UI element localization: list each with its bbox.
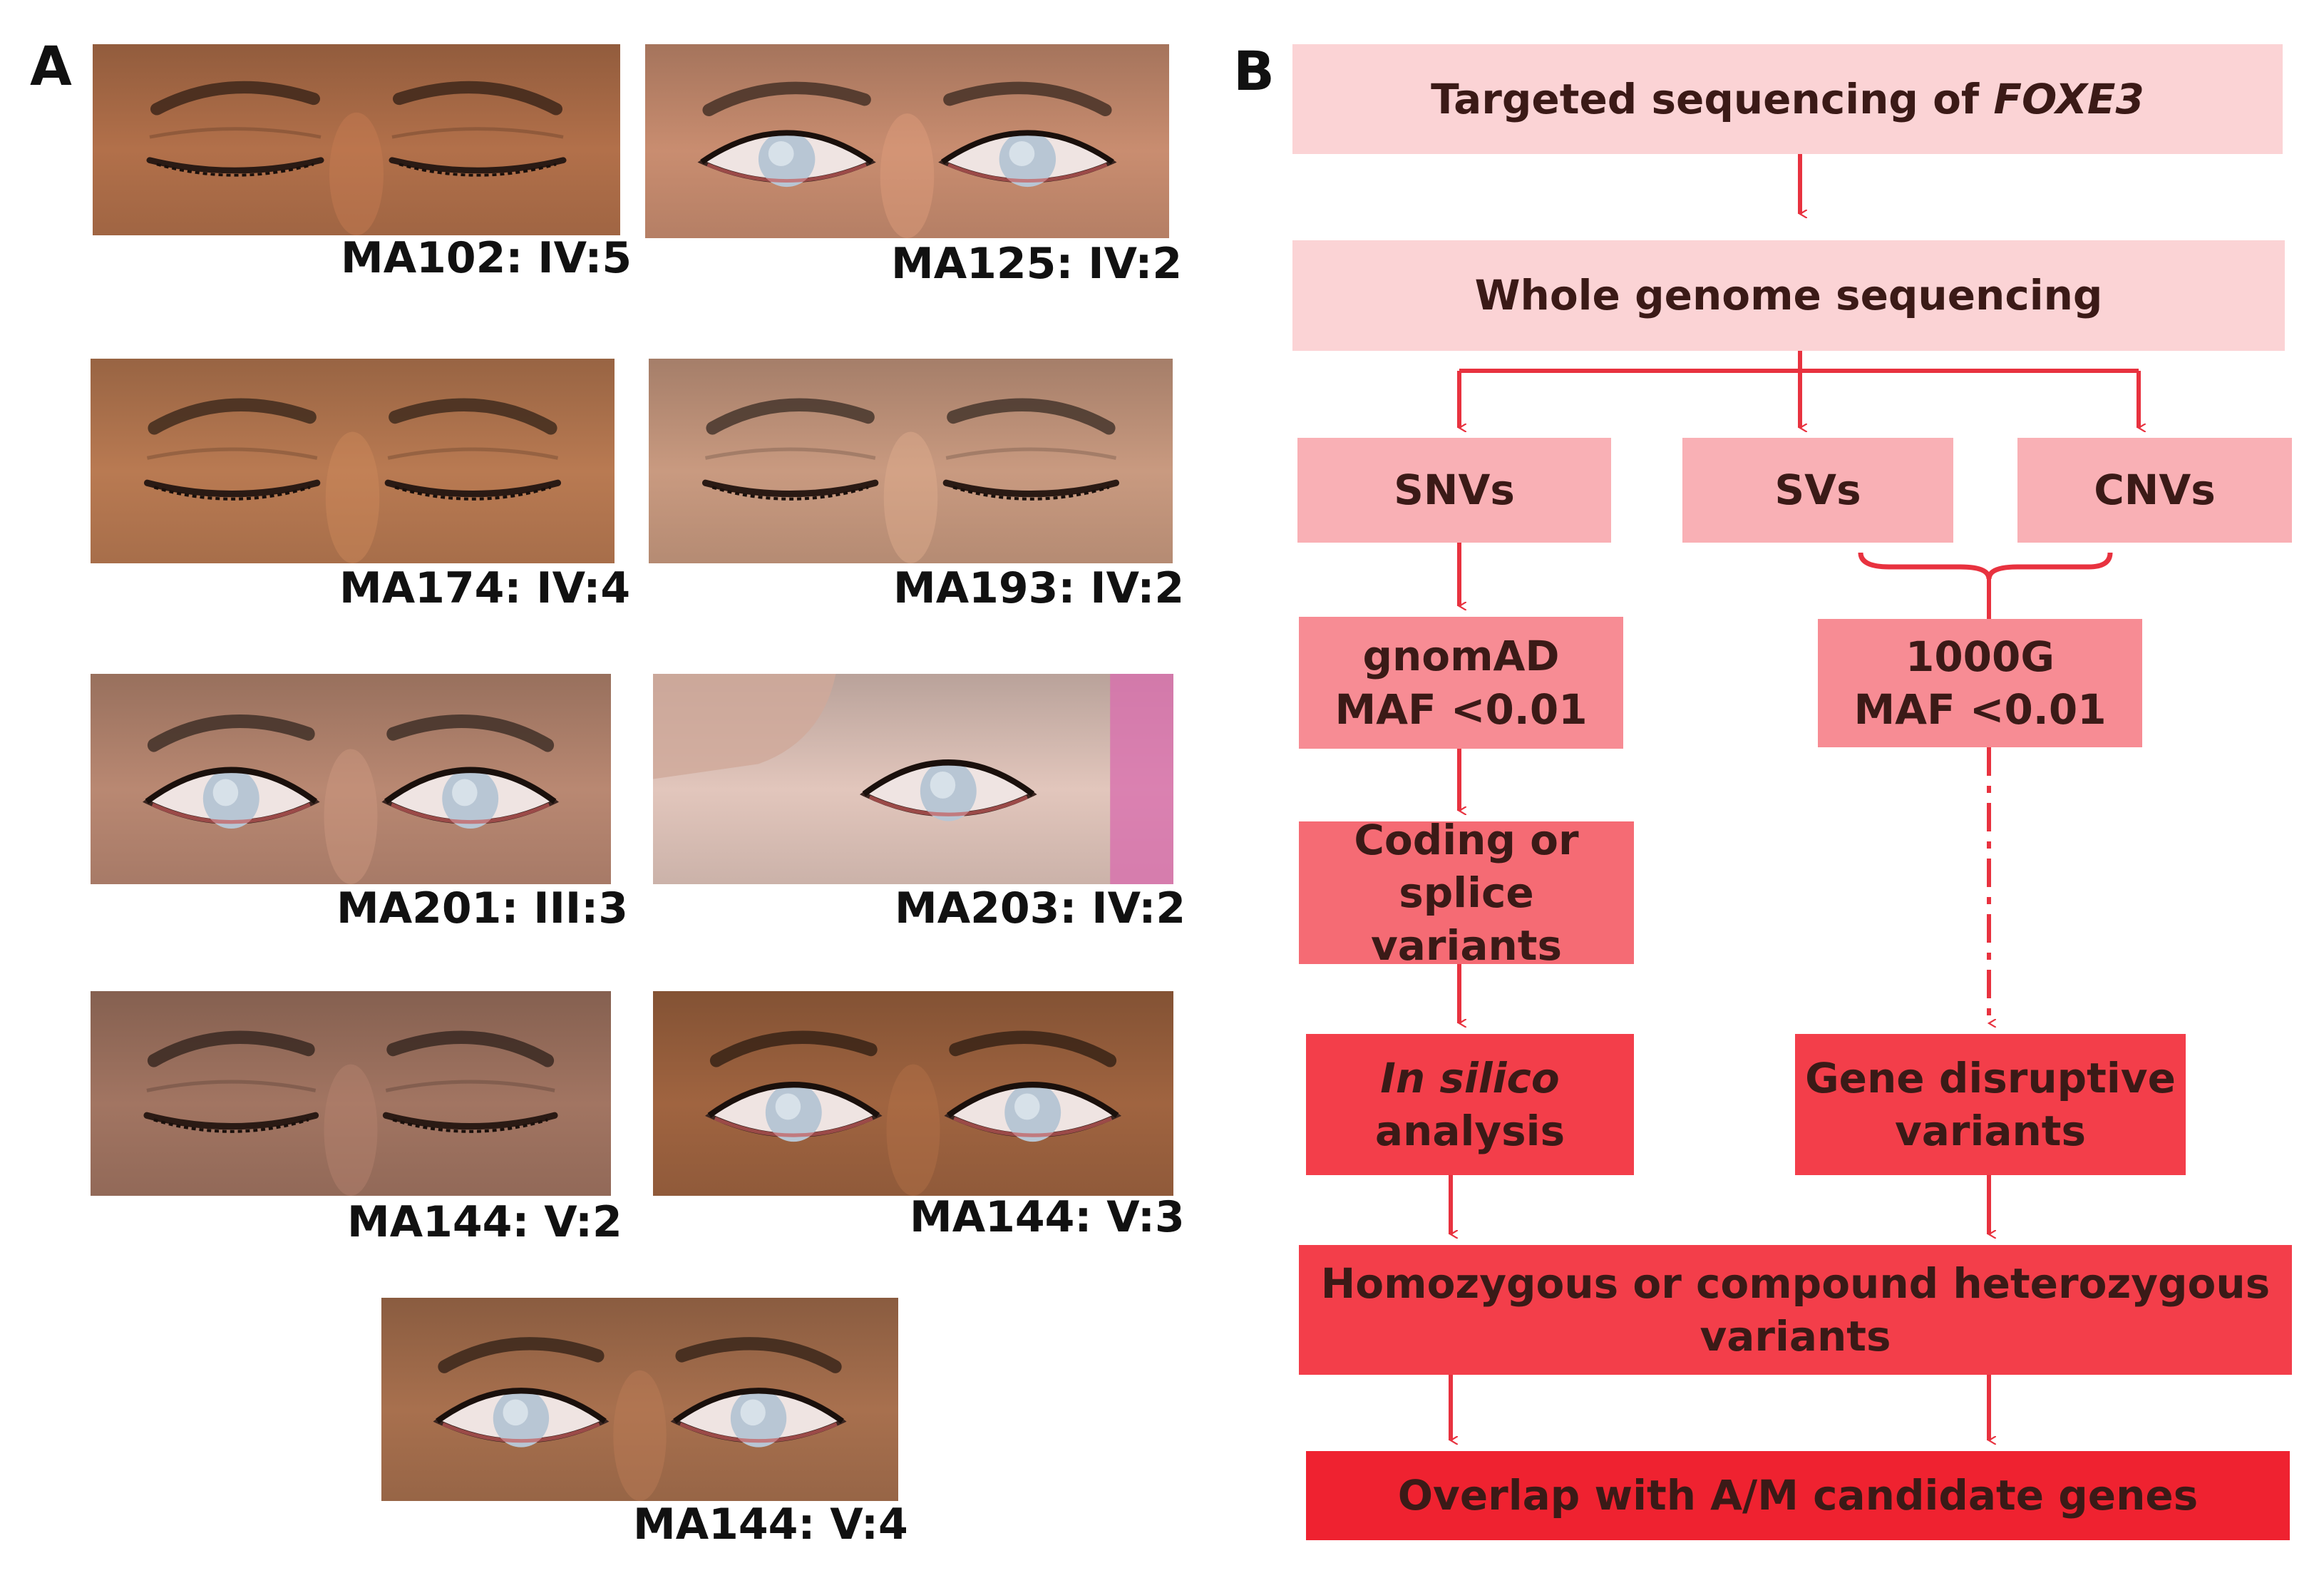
step-overlap-text: Overlap with A/M candidate genes [1397,1471,2199,1520]
eye-photo [645,44,1169,238]
panel-a-label: A [30,34,72,98]
arrow-layer [1449,154,2139,1440]
step-in-silico-analysis: In silico analysis [1306,1034,1634,1175]
coding-line-2: splice variants [1370,868,1563,970]
disruptive-line-1: Gene disruptive [1805,1053,2176,1102]
insilico-line-2: analysis [1374,1107,1565,1155]
coding-line-1: Coding or [1354,815,1579,864]
eye-photo [91,674,611,884]
step-cnvs-text: CNVs [2094,466,2216,515]
photo-caption: MA201: III:3 [336,883,628,933]
disruptive-line-2: variants [1894,1107,2087,1155]
homozygous-line-2: variants [1700,1312,1891,1361]
eye-photo [91,991,611,1196]
photo-caption: MA102: IV:5 [341,233,632,283]
gnomad-line-2: MAF <0.01 [1335,685,1588,734]
photo-caption: MA144: V:2 [347,1197,622,1247]
eye-photo [93,44,620,235]
step-svs-text: SVs [1774,466,1861,515]
gnomad-line-1: gnomAD [1362,632,1560,681]
step-gene-disruptive: Gene disruptive variants [1795,1034,2186,1175]
step-snvs-text: SNVs [1394,466,1515,515]
g1000-line-1: 1000G [1905,632,2055,681]
photo-caption: MA125: IV:2 [891,239,1183,289]
photo-caption: MA144: V:4 [633,1500,908,1549]
step-wgs-text: Whole genome sequencing [1474,271,2103,320]
photo-caption: MA193: IV:2 [893,563,1185,613]
step-overlap-candidates: Overlap with A/M candidate genes [1306,1451,2290,1540]
eye-photo [381,1298,898,1501]
step-svs: SVs [1682,438,1953,543]
step-snvs: SNVs [1297,438,1611,543]
step-whole-genome-sequencing: Whole genome sequencing [1292,240,2285,351]
brace-connector [1858,552,2113,580]
step-targeted-text: Targeted sequencing of [1431,74,1994,123]
photo-caption: MA174: IV:4 [339,563,631,613]
panel-b-label: B [1233,39,1275,103]
step-targeted-sequencing: Targeted sequencing of FOXE3 [1292,44,2283,154]
photo-caption: MA203: IV:2 [895,883,1186,933]
g1000-line-2: MAF <0.01 [1853,685,2107,734]
eye-photo [653,991,1173,1196]
homozygous-line-1: Homozygous or compound heterozygous [1320,1259,2271,1308]
insilico-line-1: In silico [1380,1053,1560,1102]
eye-photo [653,674,1173,884]
eye-photo [649,359,1173,563]
gene-name: FOXE3 [1993,74,2144,123]
eye-photo [91,359,615,563]
photo-caption: MA144: V:3 [910,1192,1185,1242]
step-cnvs: CNVs [2017,438,2292,543]
